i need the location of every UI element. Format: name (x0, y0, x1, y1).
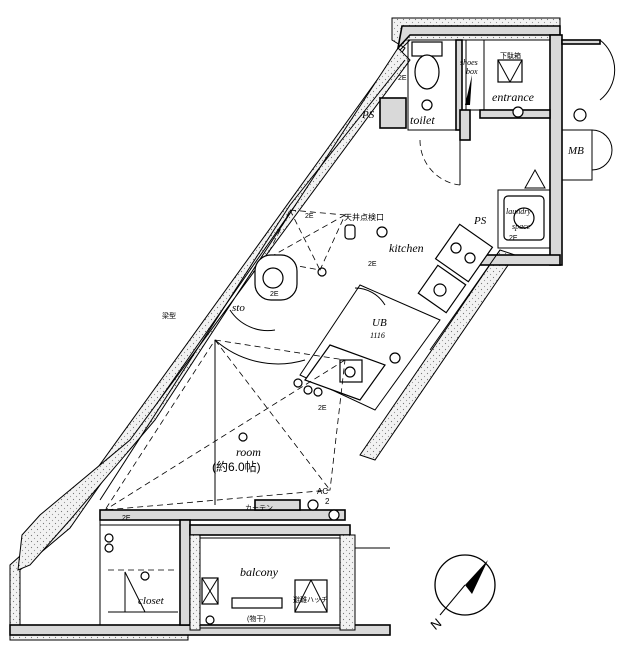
storage-sto (229, 254, 298, 332)
main-room (104, 339, 346, 511)
hall-door-arc (419, 139, 461, 186)
outlet-label: 2E (368, 261, 377, 268)
kitchen-area (317, 223, 501, 351)
label-ps-kitchen: PS (473, 215, 487, 227)
outlet-label: 2E (305, 213, 314, 220)
label-hanger: (物干) (247, 614, 266, 623)
label-beam: 梁型 (162, 311, 176, 320)
label-ac-num: 2 (325, 497, 330, 506)
label-mb: MB (567, 145, 584, 157)
label-ub: UB (372, 317, 387, 329)
label-kitchen: kitchen (389, 241, 424, 255)
laundry-space (497, 168, 551, 249)
label-ceiling-inspection: 天井点検口 (344, 212, 384, 222)
label-toilet: toilet (410, 113, 435, 127)
label-top: 下駄箱 (500, 51, 521, 60)
unit-bath (299, 284, 441, 411)
toilet-block (407, 39, 616, 181)
balcony (189, 524, 390, 631)
label-sto: sto (232, 302, 245, 314)
label-closet: closet (138, 595, 165, 607)
label-room: room (236, 445, 261, 459)
outlet-label: 2E (398, 75, 407, 82)
interior-wall-line (99, 204, 291, 501)
label-room-size: (約6.0帖) (212, 459, 261, 474)
ceiling-inspection (264, 209, 346, 271)
label-ac: AC (317, 487, 328, 496)
closet (99, 519, 191, 626)
label-shoes: shoes (460, 58, 478, 67)
label-curtain: カーテン (245, 504, 273, 512)
label-balcony: balcony (240, 565, 279, 579)
outlet-label: 2E (122, 515, 131, 522)
outlet-label: 2E (270, 291, 279, 298)
label-entrance: entrance (492, 90, 535, 104)
label-ub-size: 1116 (370, 331, 385, 340)
compass-label: N (428, 615, 445, 633)
compass-icon: N (428, 554, 496, 633)
label-box: box (466, 67, 478, 76)
ps-shaft-top (379, 97, 407, 129)
outlet-label: 2E (318, 405, 327, 412)
label-laundry: laundry (506, 207, 531, 216)
interior-wall-line-upper (289, 59, 406, 206)
label-ps-top: PS (361, 109, 375, 121)
label-space: space (512, 222, 531, 231)
outlet-label: 2E (509, 235, 518, 242)
label-hatch: 避難ハッチ (293, 595, 328, 604)
balcony-wall (99, 499, 346, 526)
